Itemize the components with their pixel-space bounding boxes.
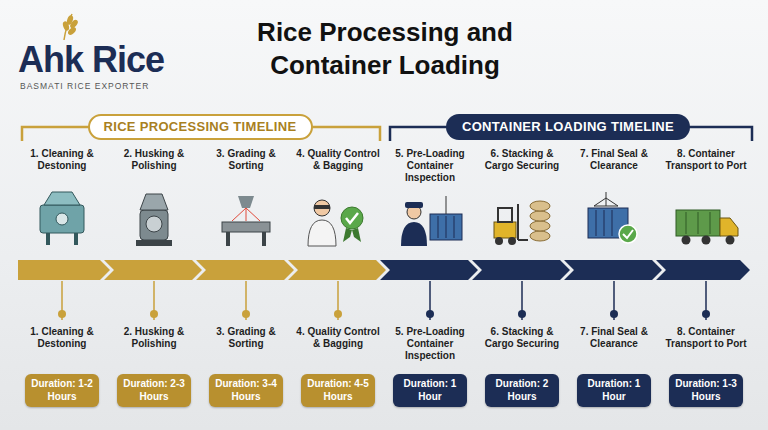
title: Rice Processing and Container Loading: [210, 16, 560, 81]
phase-title: RICE PROCESSING TIMELINE: [104, 119, 297, 135]
duration-pill: Duration: 1 Hour: [577, 374, 651, 407]
step-name: 8. Container Transport to Port: [661, 148, 751, 172]
duration-text: Duration: 1-3 Hours: [675, 378, 737, 403]
rice-stalk: [63, 14, 78, 40]
step-name: 8. Container Transport to Port: [661, 326, 751, 350]
sorting-table-icon: [222, 196, 270, 246]
step-name: 7. Final Seal & Clearance: [569, 148, 659, 172]
logo-name: Ahk Rice: [18, 38, 198, 81]
duration-pill: Duration: 1-3 Hours: [669, 374, 743, 407]
duration-pill: Duration: 2 Hours: [485, 374, 559, 407]
husking-machine-icon: [136, 194, 172, 246]
forklift-icon: [494, 201, 550, 245]
sealed-container-icon: [588, 192, 637, 243]
duration-text: Duration: 2-3 Hours: [123, 378, 185, 403]
duration-pill: Duration: 2-3 Hours: [117, 374, 191, 407]
truck-icon: [676, 210, 738, 245]
step-name: 4. Quality Control & Bagging: [293, 326, 383, 350]
timeline-arrows: [18, 260, 750, 280]
duration-text: Duration: 3-4 Hours: [215, 378, 277, 403]
duration-text: Duration: 1 Hour: [399, 378, 461, 403]
duration-text: Duration: 1 Hour: [583, 378, 645, 403]
step-name: 4. Quality Control & Bagging: [293, 148, 383, 172]
step-name: 5. Pre-Loading Container Inspection: [385, 148, 475, 184]
step-name: 2. Husking & Polishing: [109, 326, 199, 350]
phase-title: CONTAINER LOADING TIMELINE: [462, 119, 674, 135]
step-name: 3. Grading & Sorting: [201, 326, 291, 350]
step-name: 6. Stacking & Cargo Securing: [477, 326, 567, 350]
duration-text: Duration: 4-5 Hours: [307, 378, 369, 403]
duration-pill: Duration: 3-4 Hours: [209, 374, 283, 407]
quality-inspector-icon: [308, 200, 363, 246]
duration-pill: Duration: 1 Hour: [393, 374, 467, 407]
logo-tagline: BASMATI RICE EXPORTER: [20, 81, 200, 91]
step-name: 5. Pre-Loading Container Inspection: [385, 326, 475, 362]
container-inspection-icon: [401, 196, 462, 246]
step-name: 6. Stacking & Cargo Securing: [477, 148, 567, 172]
phase-header: RICE PROCESSING TIMELINE: [88, 114, 313, 140]
step-name: 7. Final Seal & Clearance: [569, 326, 659, 350]
cleaning-machine-icon: [40, 192, 84, 245]
step-name: 1. Cleaning & Destoning: [17, 326, 107, 350]
leader-lines: [58, 281, 710, 320]
duration-pill: Duration: 4-5 Hours: [301, 374, 375, 407]
step-name: 1. Cleaning & Destoning: [17, 148, 107, 172]
step-name: 3. Grading & Sorting: [201, 148, 291, 172]
duration-pill: Duration: 1-2 Hours: [25, 374, 99, 407]
step-name: 2. Husking & Polishing: [109, 148, 199, 172]
duration-text: Duration: 2 Hours: [491, 378, 553, 403]
phase-header: CONTAINER LOADING TIMELINE: [446, 114, 690, 140]
duration-text: Duration: 1-2 Hours: [31, 378, 93, 403]
